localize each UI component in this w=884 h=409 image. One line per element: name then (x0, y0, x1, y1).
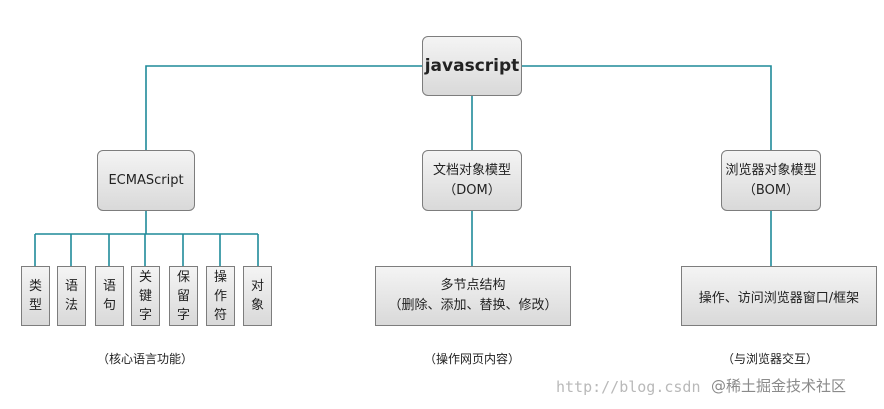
ecmascript-child-object: 对 象 (243, 266, 272, 326)
ecmascript-caption: （核心语言功能） (97, 352, 194, 366)
dom-caption: （操作网页内容） (424, 352, 521, 366)
dom-node: 文档对象模型 （DOM） (422, 150, 522, 211)
ecmascript-child-type: 类 型 (21, 266, 50, 326)
ecmascript-child-keyword: 关 键 字 (131, 266, 160, 326)
dom-child-node: 多节点结构 （删除、添加、替换、修改） (375, 266, 571, 326)
bom-child-node: 操作、访问浏览器窗口/框架 (681, 266, 877, 326)
ecmascript-child-statement: 语 句 (95, 266, 124, 326)
watermark-brand: @稀土掘金技术社区 (711, 377, 847, 395)
bom-caption: （与浏览器交互） (722, 352, 819, 366)
root-to-ecmascript (145, 65, 422, 150)
ecmascript-child-syntax: 语 法 (57, 266, 86, 326)
root-node: javascript (422, 36, 522, 96)
ecmascript-node: ECMAScript (97, 150, 195, 211)
bom-node: 浏览器对象模型 （BOM） (721, 150, 821, 211)
ecmascript-child-operator: 操 作 符 (206, 266, 235, 326)
ecmascript-child-reserved: 保 留 字 (169, 266, 198, 326)
root-to-bom (522, 65, 772, 150)
watermark-url: http://blog.csdn (556, 378, 701, 396)
